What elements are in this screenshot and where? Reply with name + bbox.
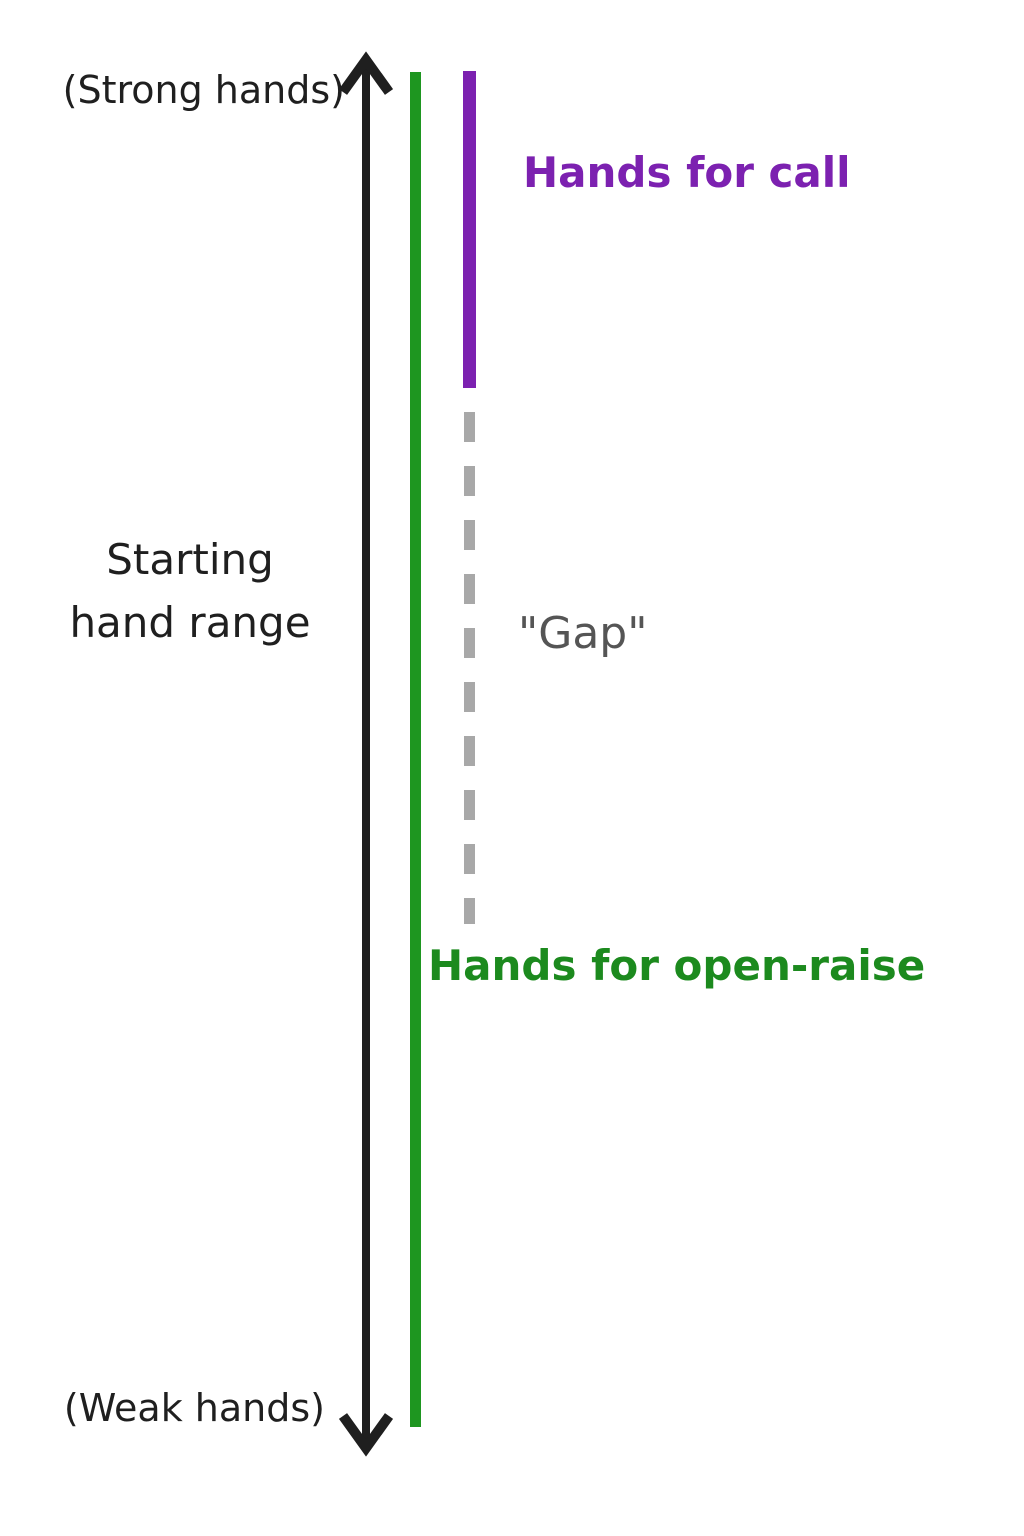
starting-hand-range-label: Starting hand range (69, 535, 311, 647)
open-raise-range-line (410, 72, 421, 1427)
arrowhead-down-icon (338, 1413, 394, 1457)
gap-label: "Gap" (518, 608, 648, 659)
hands-for-open-raise-label: Hands for open-raise (428, 941, 926, 990)
weak-hands-label: (Weak hands) (63, 1386, 325, 1430)
hands-for-call-label: Hands for call (523, 148, 851, 197)
range-axis-double-arrow (338, 51, 394, 1457)
arrowhead-up-icon (338, 51, 394, 95)
gap-dashed-line (464, 412, 475, 924)
call-range-line (463, 71, 476, 388)
strong-hands-label: (Strong hands) (62, 68, 345, 112)
